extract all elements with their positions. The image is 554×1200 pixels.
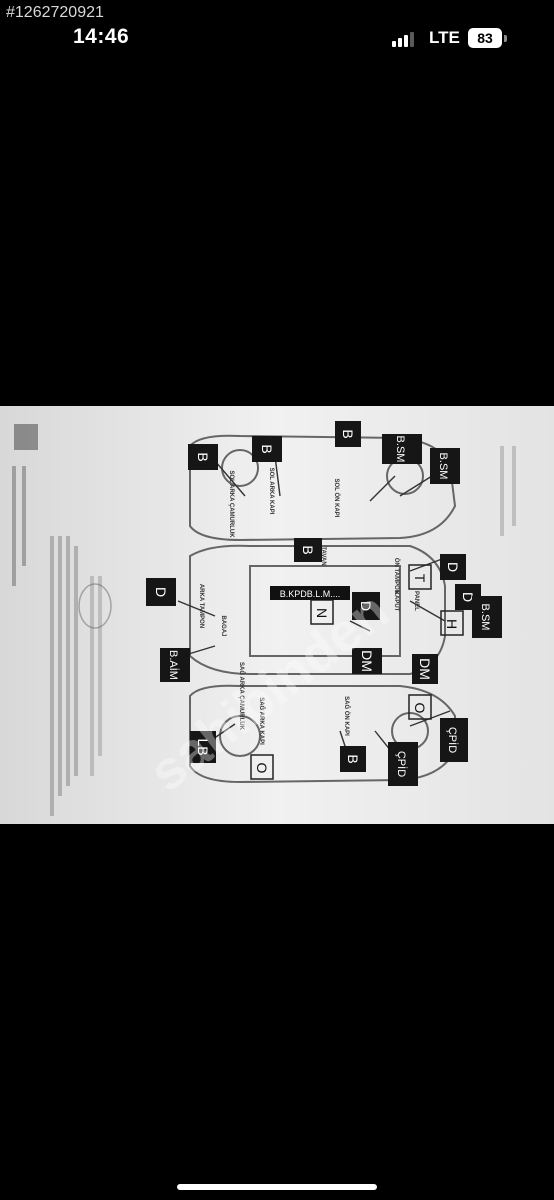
damage-box-middle-5: DM [412, 654, 438, 684]
network-type: LTE [429, 28, 460, 47]
damage-box-middle-3: D [352, 592, 380, 620]
damage-box-top-right-1: B.SM [382, 434, 422, 464]
part-label: SAĞ ARKA ÇAMURLUK [238, 662, 246, 731]
damage-box-bottom-right: ÇPİD [440, 718, 468, 762]
damage-box-label: B [195, 452, 211, 461]
damage-box-middle-left: D [146, 578, 176, 606]
damage-box-label: B [340, 429, 356, 438]
damage-box-label: D [460, 592, 476, 602]
status-bar: 14:46 LTE 83 [0, 22, 554, 56]
damage-box-bottom-1: B [340, 746, 366, 772]
damage-box-top-left-3: B [335, 421, 361, 447]
damage-box-middle-right: B.SM [472, 596, 502, 638]
car-middle-view [189, 544, 446, 675]
letter-mark-text: N [314, 608, 330, 618]
letter-mark-text: T [412, 574, 428, 583]
damage-box-bottom-left-2: LB [190, 731, 216, 763]
letter-mark-text: H [444, 619, 460, 629]
damage-box-label: B.SM [479, 604, 491, 631]
damage-box-top-right-2: B.SM [430, 448, 460, 484]
damage-box-label: D [153, 587, 169, 597]
part-label: TAVAN [320, 546, 326, 565]
battery-tip-icon [504, 35, 507, 42]
damage-box-label: B [300, 545, 316, 554]
listing-id-overlay: #1262720921 [6, 4, 104, 21]
legend-text-block [12, 424, 516, 816]
damage-box-label: D [358, 601, 374, 611]
damage-box-label: DM [359, 650, 375, 672]
damage-box-bottom-2: ÇPİD [388, 742, 418, 786]
part-label: KAPUT [393, 591, 399, 612]
damage-box-label: DM [417, 658, 433, 680]
battery-level-text: 83 [477, 30, 493, 46]
part-label: SOL ARKA KAPI [268, 468, 274, 515]
letter-mark: T [408, 564, 432, 590]
damage-box-top-left-1: B [188, 444, 218, 470]
part-label: ARKA TAMPON [198, 584, 204, 628]
damage-box-label: ÇPİD [446, 727, 459, 753]
damage-box-middle-4: DM [352, 648, 382, 674]
letter-mark: H [440, 610, 464, 636]
part-label: SAĞ ARKA KAPI [258, 697, 266, 745]
letter-marks: N T H O O [250, 564, 464, 780]
plate-text: B.KPDB.L.M.... [280, 589, 341, 599]
damage-box-label: B.AİM [167, 650, 180, 680]
part-label: SOL ÖN KAPI [333, 479, 340, 518]
damage-report-image: SOL ARKA ÇAMURLUK SOL ARKA KAPI SOL ÖN KAP… [0, 406, 554, 824]
damage-box-label: ÇPİD [395, 751, 408, 777]
damage-box-label: LB [195, 738, 211, 755]
part-label: BAGAJ [220, 615, 226, 636]
part-label: ÖN TAMPON [393, 558, 400, 594]
damage-box-middle-1: D [440, 554, 466, 580]
status-time: 14:46 [73, 25, 130, 48]
damage-box-label: B [259, 444, 275, 453]
damage-box-label: B.SM [437, 453, 449, 480]
damage-box-middle-top: B [294, 538, 322, 562]
cellular-signal-icon [392, 31, 416, 47]
part-label: PANEL [413, 591, 419, 611]
damage-box-label: D [445, 562, 461, 572]
part-labels: SOL ARKA ÇAMURLUK SOL ARKA KAPI SOL ÖN KAP… [198, 468, 419, 746]
damage-box-label: B [345, 754, 361, 763]
letter-mark-text: O [412, 703, 428, 714]
plate-redaction [270, 586, 350, 600]
damage-box-bottom-left-1: B.AİM [160, 648, 190, 682]
damage-box-top-left-2: B [252, 436, 282, 462]
part-label: SAĞ ÖN KAPI [343, 696, 351, 736]
damage-box-label: B.SM [394, 436, 406, 463]
letter-mark: O [250, 754, 274, 780]
listing-photo[interactable]: SOL ARKA ÇAMURLUK SOL ARKA KAPI SOL ÖN KAP… [0, 406, 554, 824]
letter-mark-text: O [254, 763, 270, 774]
battery-icon: 83 [468, 28, 502, 48]
home-indicator[interactable] [177, 1184, 377, 1190]
part-label: SOL ARKA ÇAMURLUK [228, 470, 234, 538]
letter-mark: O [408, 694, 432, 720]
